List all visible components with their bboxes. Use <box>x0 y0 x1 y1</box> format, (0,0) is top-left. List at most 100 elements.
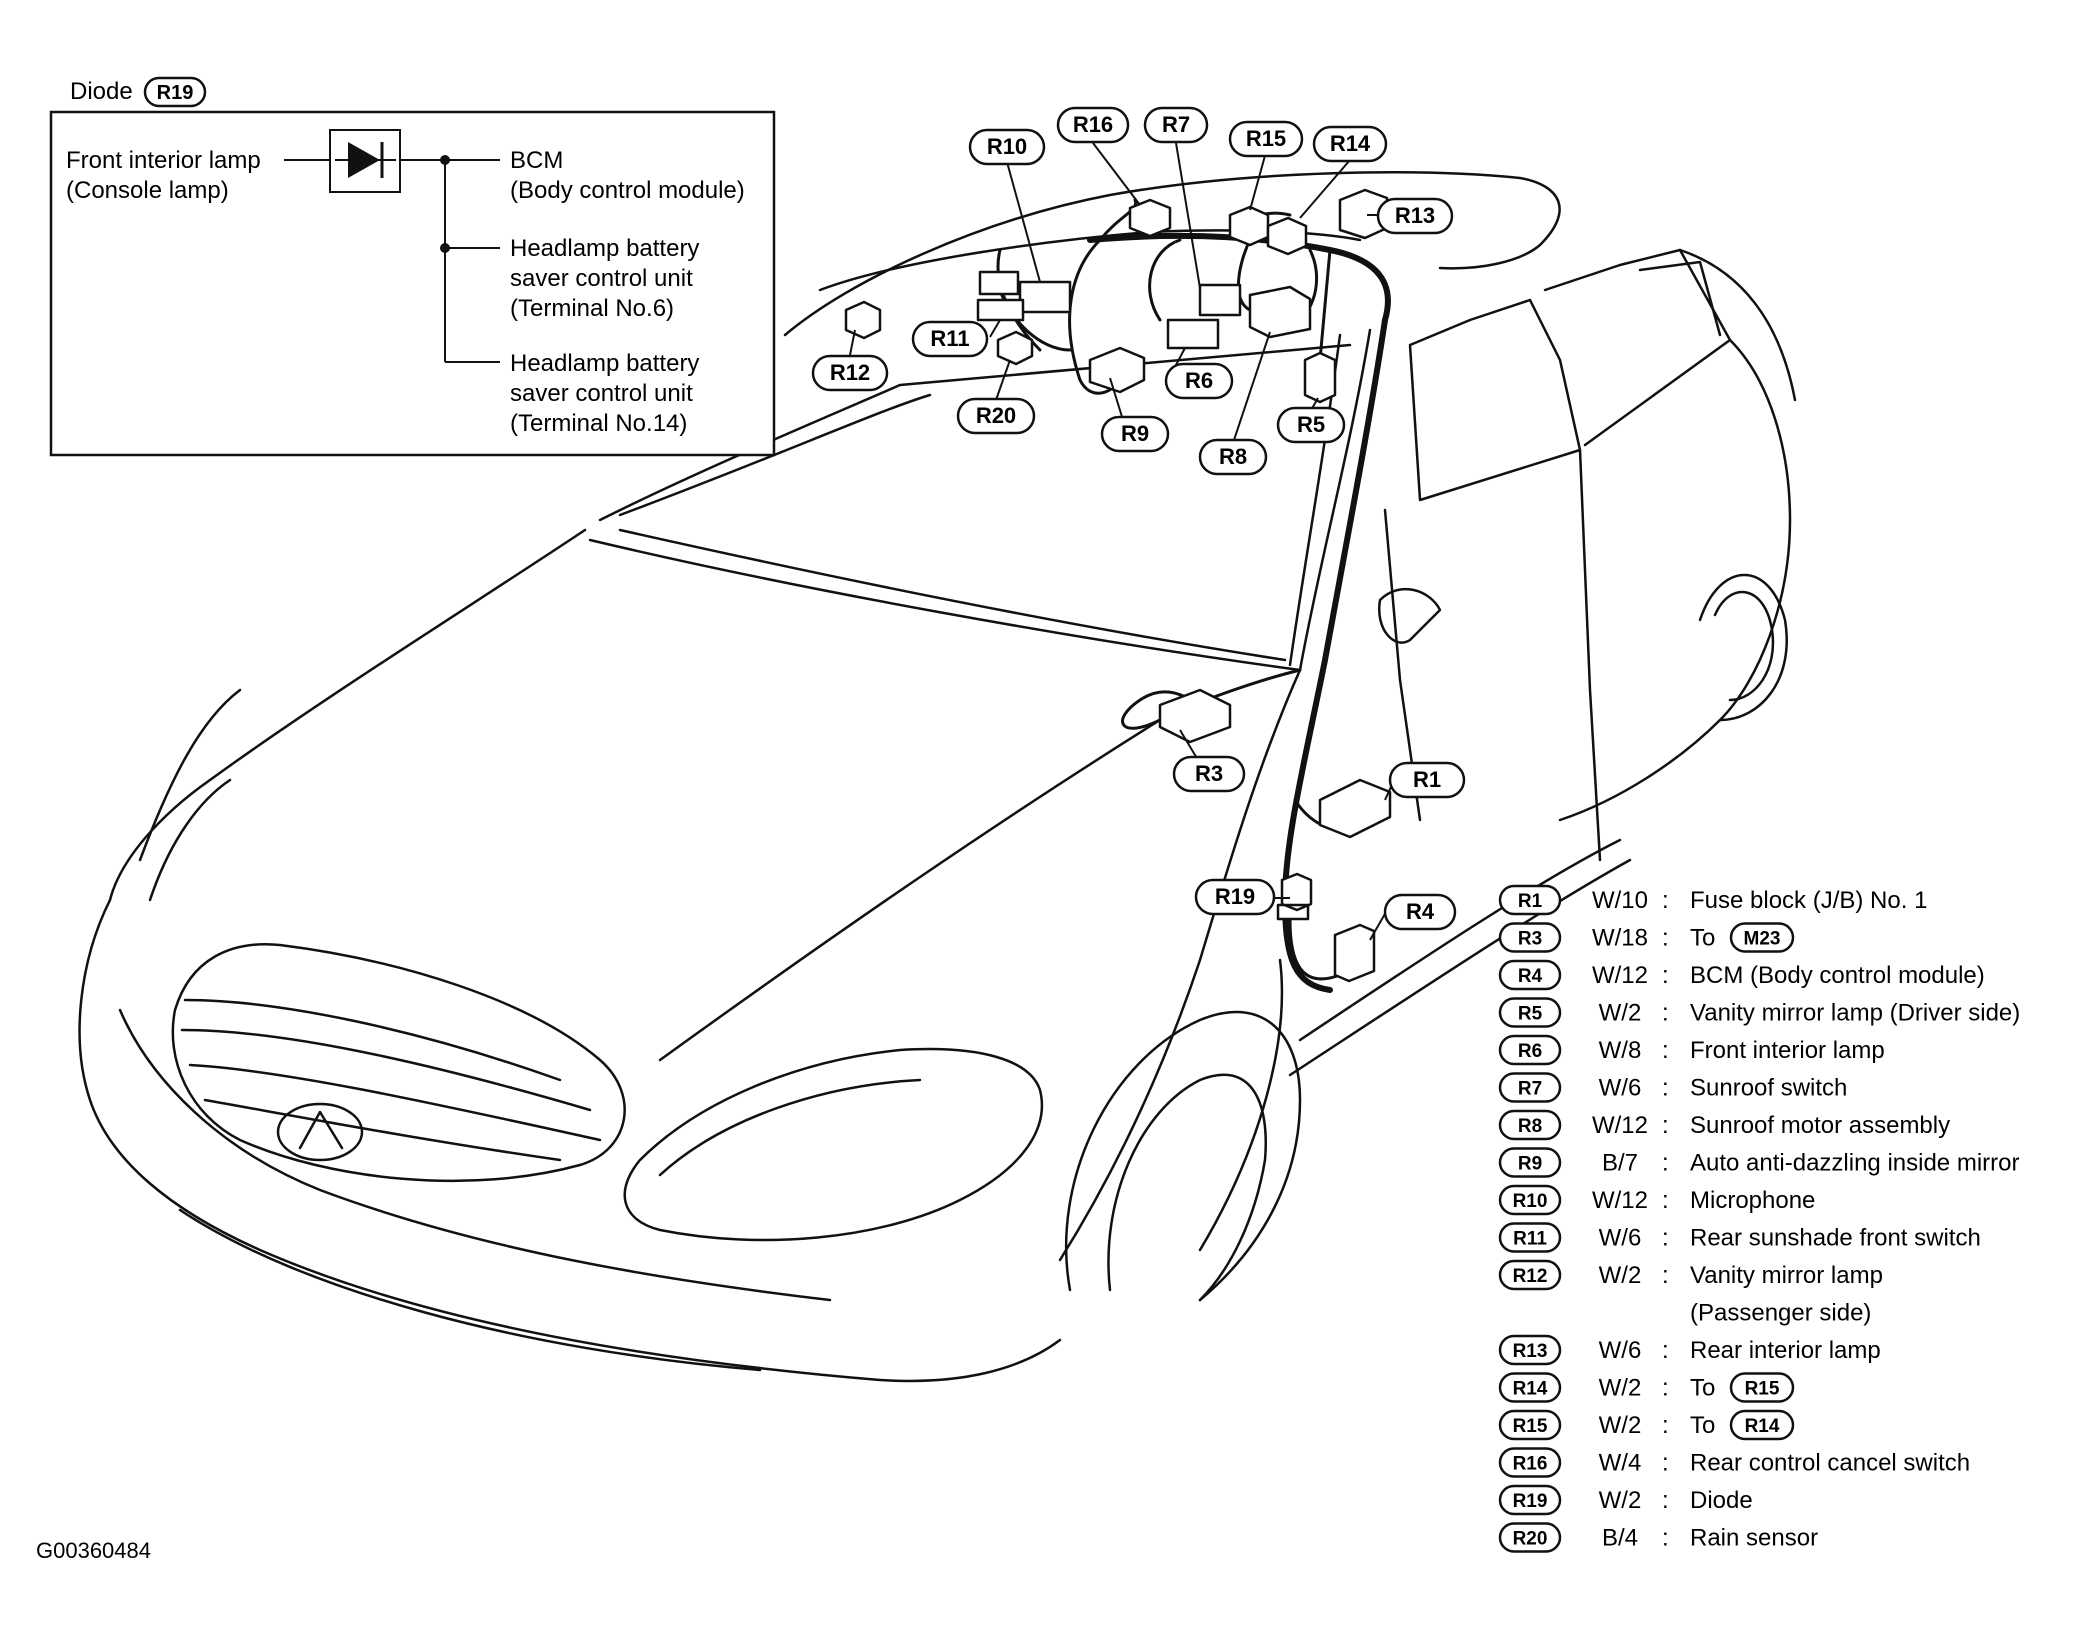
legend-separator: : <box>1662 1375 1669 1402</box>
legend-connector-pill: R14 <box>1498 1372 1562 1403</box>
legend-wire-spec: W/12 <box>1592 1187 1648 1214</box>
bcm-label: BCM <box>510 147 563 174</box>
legend-description: To <box>1690 925 1715 952</box>
legend-wire-spec: W/12 <box>1592 1112 1648 1139</box>
svg-text:R9: R9 <box>1518 1154 1542 1175</box>
legend-connector-pill: R7 <box>1498 1072 1562 1103</box>
svg-text:R9: R9 <box>1121 421 1149 446</box>
legend-wire-spec: W/6 <box>1599 1225 1642 1252</box>
console-lamp-label: (Console lamp) <box>66 177 229 204</box>
connector-label-R16: R16 <box>1056 106 1130 144</box>
svg-text:M23: M23 <box>1744 929 1781 950</box>
legend-connector-pill: R20 <box>1498 1522 1562 1553</box>
svg-text:R7: R7 <box>1162 112 1190 137</box>
svg-text:R3: R3 <box>1518 929 1542 950</box>
hb14-label-2: saver control unit <box>510 380 693 407</box>
legend-description: Microphone <box>1690 1187 1815 1214</box>
svg-text:R12: R12 <box>1513 1266 1548 1287</box>
legend-wire-spec: W/18 <box>1592 925 1648 952</box>
svg-text:R5: R5 <box>1297 412 1325 437</box>
legend-connector-pill: R3 <box>1498 922 1562 953</box>
svg-text:R15: R15 <box>1745 1379 1780 1400</box>
legend-connector-pill: R13 <box>1498 1334 1562 1366</box>
legend-separator: : <box>1662 1337 1669 1364</box>
legend-wire-spec: W/4 <box>1599 1450 1642 1477</box>
wiring-harness <box>996 198 1391 993</box>
connector-label-R13: R13 <box>1376 197 1454 235</box>
legend-wire-spec: W/2 <box>1599 1375 1642 1402</box>
svg-text:R12: R12 <box>830 360 870 385</box>
legend-connector-pill: R15 <box>1498 1409 1562 1441</box>
legend-wire-spec: W/2 <box>1599 1487 1642 1514</box>
connector-label-R12: R12 <box>811 354 889 392</box>
legend-description: Auto anti-dazzling inside mirror <box>1690 1150 2019 1177</box>
connector-label-R11: R11 <box>911 320 989 358</box>
legend-separator: : <box>1662 1075 1669 1102</box>
connector-label-R5: R5 <box>1276 406 1346 444</box>
legend-separator: : <box>1662 1487 1669 1514</box>
diode-title-connector-pill: R19 <box>143 76 207 108</box>
svg-text:R7: R7 <box>1518 1079 1542 1100</box>
legend-separator: : <box>1662 1525 1669 1552</box>
svg-text:R13: R13 <box>1395 203 1435 228</box>
svg-text:R1: R1 <box>1413 767 1441 792</box>
connector-label-R3: R3 <box>1172 755 1246 793</box>
legend-connector-pill: R4 <box>1498 959 1562 991</box>
diode-inset: Diode R19 Front interior lamp (Console l… <box>49 76 776 457</box>
connector-label-R19: R19 <box>1194 878 1276 916</box>
legend-description: (Passenger side) <box>1690 1300 1871 1327</box>
legend-separator: : <box>1662 1112 1669 1139</box>
legend-wire-spec: W/10 <box>1592 887 1648 914</box>
hb6-label-1: Headlamp battery <box>510 235 699 262</box>
legend-row: R8 W/12: Sunroof motor assembly <box>1498 1109 1950 1141</box>
svg-text:R14: R14 <box>1513 1379 1548 1400</box>
legend-separator: : <box>1662 1187 1669 1214</box>
connector-label-R6: R6 <box>1164 362 1234 400</box>
svg-text:R15: R15 <box>1513 1416 1548 1437</box>
connector-label-R7: R7 <box>1143 106 1209 144</box>
legend-wire-spec: W/2 <box>1599 1412 1642 1439</box>
legend-connector-pill: R8 <box>1498 1109 1562 1141</box>
legend-connector-pill: R16 <box>1498 1447 1562 1478</box>
hb6-label-2: saver control unit <box>510 265 693 292</box>
legend-wire-spec: W/2 <box>1599 1262 1642 1289</box>
connector-label-R1: R1 <box>1388 761 1466 799</box>
connector-label-R9: R9 <box>1100 415 1170 453</box>
connector-label-R4: R4 <box>1383 893 1457 931</box>
connector-label-R15: R15 <box>1228 120 1304 158</box>
bcm-desc-label: (Body control module) <box>510 177 745 204</box>
hb14-label-3: (Terminal No.14) <box>510 410 687 437</box>
svg-text:R8: R8 <box>1518 1116 1542 1137</box>
legend-description: To <box>1690 1412 1715 1439</box>
legend-separator: : <box>1662 1037 1669 1064</box>
diode-symbol-icon <box>335 142 396 178</box>
svg-text:R11: R11 <box>930 326 969 351</box>
legend-description: Sunroof switch <box>1690 1075 1847 1102</box>
legend-separator: : <box>1662 1150 1669 1177</box>
legend-separator: : <box>1662 1225 1669 1252</box>
svg-text:R1: R1 <box>1518 891 1543 912</box>
svg-text:R16: R16 <box>1513 1454 1548 1475</box>
legend-description: Vanity mirror lamp <box>1690 1262 1883 1289</box>
diode-inset-title: Diode <box>70 78 133 105</box>
svg-text:R6: R6 <box>1185 368 1213 393</box>
legend-description: Sunroof motor assembly <box>1690 1112 1950 1139</box>
connector-label-R8: R8 <box>1198 438 1268 476</box>
legend-connector-pill: R5 <box>1498 997 1562 1028</box>
legend-separator: : <box>1662 887 1669 914</box>
legend-description: BCM (Body control module) <box>1690 962 1985 989</box>
legend-connector-pill: R11 <box>1498 1222 1562 1253</box>
svg-text:R20: R20 <box>976 403 1016 428</box>
svg-text:R5: R5 <box>1518 1004 1543 1025</box>
callout-leaders <box>849 142 1395 941</box>
